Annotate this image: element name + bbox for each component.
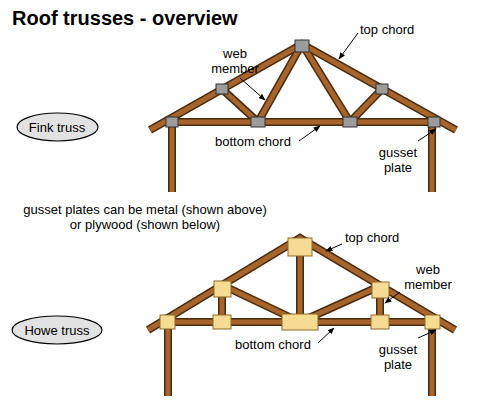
part-label: bottom chord	[215, 134, 305, 149]
part-label: gusset plate	[370, 342, 426, 372]
truss-type-oval: Fink truss	[16, 112, 99, 142]
truss-name: Fink truss	[29, 120, 85, 135]
diagram-title: Roof trusses - overview	[12, 6, 238, 30]
oval-shape	[17, 113, 98, 141]
part-label: gusset plate	[370, 145, 426, 175]
oval-shape	[12, 316, 102, 344]
part-label: top chord	[360, 22, 430, 37]
part-label: web member	[205, 46, 265, 76]
truss-name: Howe truss	[24, 323, 89, 338]
leader-lines	[240, 33, 436, 343]
part-label: bottom chord	[235, 337, 325, 352]
note-text: gusset plates can be metal (shown above)…	[20, 202, 270, 232]
truss-type-oval: Howe truss	[11, 315, 103, 345]
part-label: top chord	[345, 230, 415, 245]
plywood-gusset-plates	[160, 238, 440, 330]
part-label: web member	[398, 262, 458, 292]
metal-gusset-plates	[166, 40, 440, 127]
howe-truss-wood	[148, 238, 455, 396]
fink-truss-wood	[150, 44, 456, 192]
